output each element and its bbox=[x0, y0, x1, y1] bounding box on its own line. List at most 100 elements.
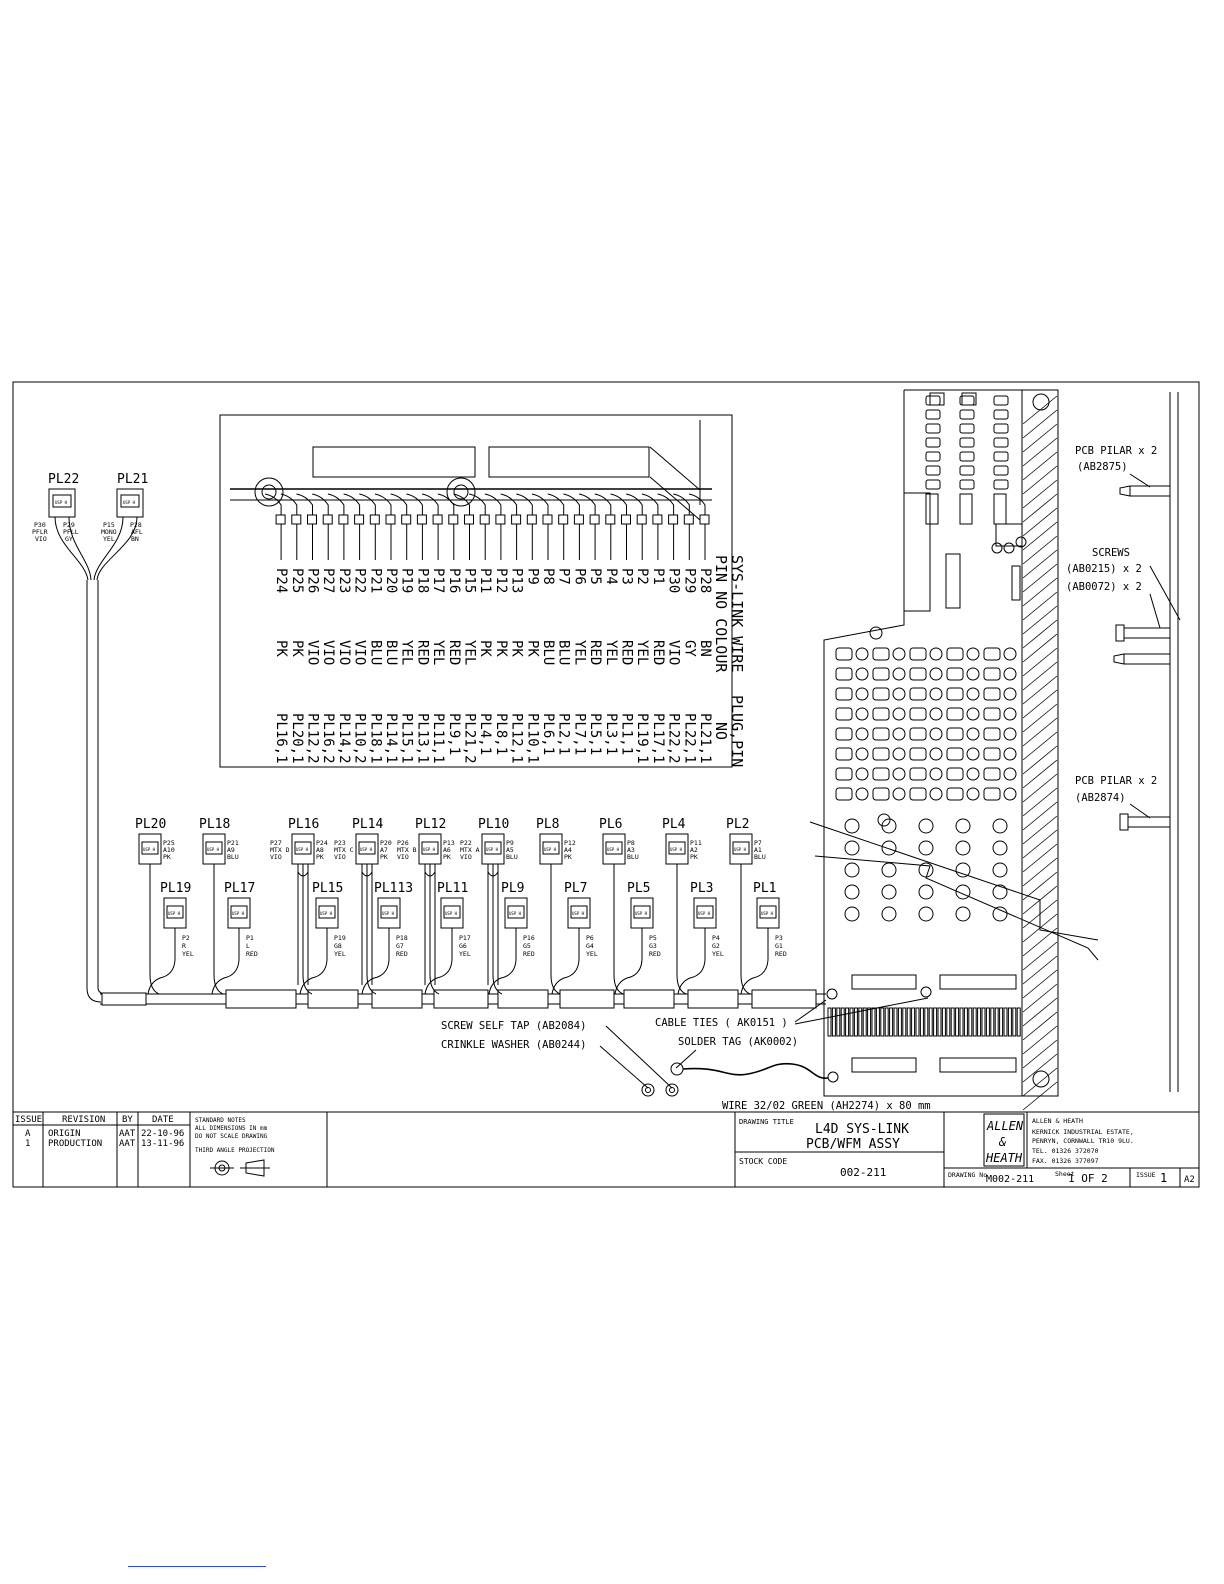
plug-label: PL1 bbox=[753, 881, 776, 896]
issue-label: ISSUE bbox=[1136, 1171, 1156, 1179]
pin-row-colour: RED bbox=[446, 640, 462, 665]
pin-row-colour: BLU bbox=[540, 640, 556, 665]
pin-row-colour: VIO bbox=[336, 640, 352, 665]
pin-row-plug: PL5,1 bbox=[587, 713, 603, 755]
drawing-title-1: L4D SYS-LINK bbox=[815, 1122, 909, 1137]
title-block: ISSUE REVISION BY DATE A ORIGIN AAT 22-1… bbox=[13, 1111, 1199, 1187]
plug-label: PL16 bbox=[288, 817, 319, 832]
lower-plug-wire-label: P4 bbox=[712, 934, 720, 942]
hardware-washers bbox=[641, 1062, 839, 1097]
pin-pad bbox=[369, 514, 380, 525]
pin-pad bbox=[636, 514, 647, 525]
pin-table-header-4: NO bbox=[712, 722, 730, 740]
upper-plug-wire-label: PK bbox=[564, 853, 572, 861]
upper-plug-wire-label: BLU bbox=[754, 853, 766, 861]
callout-crinkle-washer: CRINKLE WASHER (AB0244) bbox=[441, 1039, 586, 1051]
pin-row-pin: P13 bbox=[509, 568, 525, 593]
pin-row-pin: P2 bbox=[634, 568, 650, 585]
col-issue: ISSUE bbox=[15, 1115, 42, 1125]
harness-trunk bbox=[100, 989, 826, 1009]
pin-row-pin: P1 bbox=[650, 568, 666, 585]
drawing-title-label: DRAWING TITLE bbox=[739, 1118, 794, 1126]
callout-screw-self-tap: SCREW SELF TAP (AB2084) bbox=[441, 1020, 586, 1032]
pcb-outline bbox=[823, 389, 1059, 1097]
pin-pad bbox=[479, 514, 490, 525]
pin-row-pin: P5 bbox=[587, 568, 603, 585]
pin-pad bbox=[338, 514, 349, 525]
pin-row-pin: P21 bbox=[367, 568, 383, 593]
pin-row-colour: GY bbox=[681, 640, 697, 657]
pin-row-colour: VIO bbox=[320, 640, 336, 665]
connector-tag: USP H bbox=[635, 911, 648, 916]
sleeve-7 bbox=[623, 989, 675, 1009]
lower-plug-wire-label: P17 bbox=[459, 934, 471, 942]
pin-row-plug: PL10,1 bbox=[524, 713, 540, 764]
upper-plug-wire-label: P25 bbox=[163, 839, 175, 847]
drawing-no-label: DRAWING No bbox=[948, 1171, 987, 1179]
pin-row-plug: PL15,1 bbox=[399, 713, 415, 764]
pin-row-pin: P3 bbox=[619, 568, 635, 585]
lower-plug-wire-label: P5 bbox=[649, 934, 657, 942]
pcb-mount-hole-top bbox=[1032, 393, 1050, 411]
lower-plug-wire-label: G1 bbox=[775, 942, 783, 950]
notes-line-2: DO NOT SCALE DRAWING bbox=[195, 1133, 268, 1140]
upper-plug-mtx-label: MTX A bbox=[460, 846, 480, 854]
pin-squares bbox=[264, 493, 710, 560]
pcb-board bbox=[809, 389, 1099, 1111]
upper-plug-wire-label: A5 bbox=[506, 846, 514, 854]
upper-plug-mtx-label: P22 bbox=[460, 839, 472, 847]
pin-pad bbox=[275, 514, 286, 525]
pin-row-pin: P29 bbox=[681, 568, 697, 593]
pin-pad bbox=[464, 514, 474, 525]
pin-row-colour: BN bbox=[697, 640, 713, 657]
pin-row-plug: PL22,2 bbox=[666, 713, 682, 764]
pin-row-pin: P28 bbox=[697, 568, 713, 593]
pin-table-header-3: PLUG,PIN bbox=[728, 695, 746, 767]
plug-label-pl21: PL21 bbox=[117, 472, 148, 487]
lower-plug-wire-label: G8 bbox=[334, 942, 342, 950]
allen-heath-logo: ALLEN & HEATH bbox=[983, 1113, 1025, 1167]
upper-plug-wire-label: A4 bbox=[564, 846, 572, 854]
pin-pad bbox=[291, 514, 302, 525]
connector-tag: USP H bbox=[572, 911, 585, 916]
callout-screws: SCREWS bbox=[1092, 547, 1130, 559]
pin-row-colour: YEL bbox=[430, 640, 446, 665]
pin-pad bbox=[652, 514, 663, 525]
pilar-b bbox=[1119, 813, 1171, 831]
rev-2-date: 13-11-96 bbox=[141, 1139, 184, 1149]
upper-plug-mtx-label: MTX B bbox=[397, 846, 417, 854]
pin-row-plug: PL19,1 bbox=[634, 713, 650, 764]
upper-plug-mtx-label: VIO bbox=[334, 853, 346, 861]
pin-row-pin: P22 bbox=[352, 568, 368, 593]
pin-row-plug: PL9,1 bbox=[446, 713, 462, 755]
notes-title: STANDARD NOTES bbox=[195, 1117, 246, 1124]
upper-plug-mtx-label: P26 bbox=[397, 839, 409, 847]
upper-plug-wire-label: A1 bbox=[754, 846, 762, 854]
pin-row-pin: P8 bbox=[540, 568, 556, 585]
pin-row-colour: PK bbox=[273, 640, 289, 657]
upper-plug-mtx-label: P27 bbox=[270, 839, 282, 847]
pin-row-plug: PL6,1 bbox=[540, 713, 556, 755]
plug-label: PL17 bbox=[224, 881, 255, 896]
connector-tag-pl22: USP H bbox=[55, 500, 68, 505]
lower-plug-wire-label: G5 bbox=[523, 942, 531, 950]
pin-row-colour: PK bbox=[289, 640, 305, 657]
pin-pad bbox=[542, 514, 553, 525]
pin-row-colour: BLU bbox=[383, 640, 399, 665]
header-strip-left bbox=[312, 446, 476, 478]
pin-pad bbox=[354, 514, 365, 525]
upper-plug-wire-label: BLU bbox=[627, 853, 639, 861]
pin-row-plug: PL7,1 bbox=[571, 713, 587, 755]
plug-label: PL8 bbox=[536, 817, 559, 832]
header-strip-right bbox=[488, 446, 650, 478]
pin-row-plug: PL2,1 bbox=[556, 713, 572, 755]
drawing-no: M002-211 bbox=[986, 1174, 1034, 1185]
pl21-line-1: P15 bbox=[103, 521, 115, 529]
pin-row-pin: P30 bbox=[666, 568, 682, 593]
connector-tag: USP H bbox=[445, 911, 458, 916]
pin-table: P28BNPL21,1P29GYPL22,1P30VIOPL22,2P1REDP… bbox=[219, 414, 746, 768]
pin-row-plug: PL17,1 bbox=[650, 713, 666, 764]
pin-row-colour: RED bbox=[650, 640, 666, 665]
pin-pad bbox=[495, 514, 506, 525]
